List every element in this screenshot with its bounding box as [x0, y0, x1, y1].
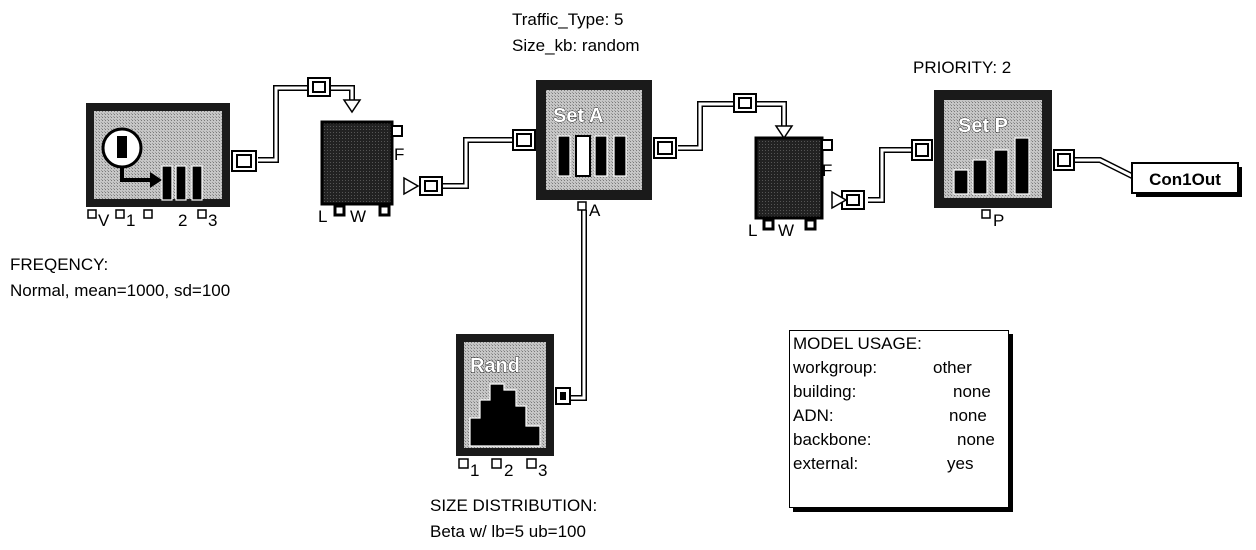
rand-block[interactable]: Rand	[456, 334, 571, 456]
rand-distribution-icon	[469, 383, 541, 447]
queue1-port-w: W	[350, 207, 366, 226]
model-usage-box: MODEL USAGE: workgroup: other building: no…	[789, 330, 1009, 508]
generator-port-v: V	[98, 211, 110, 230]
queue2-port-l: L	[748, 221, 757, 240]
connector-queue1-setA	[440, 137, 516, 189]
connector-nodes	[307, 77, 865, 210]
queue2-port-f: F	[822, 161, 832, 180]
usage-key-building: building:	[793, 382, 857, 401]
frequency-value: Normal, mean=1000, sd=100	[10, 281, 231, 300]
usage-value-workgroup: other	[933, 358, 972, 377]
usage-value-backbone: none	[957, 430, 995, 449]
usage-value-external: yes	[947, 454, 974, 473]
usage-value-building: none	[953, 382, 991, 401]
usage-key-external: external:	[793, 454, 859, 473]
size-kb-label: Size_kb: random	[512, 36, 640, 55]
size-distribution-value: Beta w/ lb=5 ub=100	[430, 522, 586, 541]
queue2-block[interactable]: F L W	[748, 125, 848, 240]
connector-setP-output	[1072, 157, 1142, 183]
rand-port-2: 2	[504, 461, 513, 480]
queue1-port-f: F	[394, 145, 404, 164]
rand-port-1: 1	[470, 461, 479, 480]
connector-setA-queue2	[678, 101, 787, 151]
usage-key-adn: ADN:	[793, 406, 834, 425]
traffic-type-label: Traffic_Type: 5	[512, 10, 624, 29]
generator-ports[interactable]: V 1 2 3	[87, 209, 217, 230]
output-label: Con1Out	[1149, 170, 1221, 189]
set-a-block[interactable]: Set A A	[512, 80, 677, 220]
queue1-port-l: L	[318, 207, 327, 226]
output-block[interactable]: Con1Out	[1131, 162, 1242, 197]
connector-rand-setA	[566, 210, 587, 401]
rand-port-3: 3	[538, 461, 547, 480]
usage-key-backbone: backbone:	[793, 430, 872, 449]
usage-value-adn: none	[949, 406, 987, 425]
generator-port-3: 3	[208, 211, 217, 230]
model-usage-title: MODEL USAGE:	[793, 334, 922, 353]
set-a-title: Set A	[553, 105, 603, 127]
set-p-port-p: P	[993, 211, 1004, 230]
queue2-port-w: W	[778, 221, 794, 240]
connector-generator-queue1	[258, 85, 355, 163]
rand-ports[interactable]: 1 2 3	[458, 458, 547, 480]
rand-title: Rand	[470, 355, 520, 377]
set-p-block[interactable]: Set P P	[911, 90, 1075, 230]
priority-label: PRIORITY: 2	[913, 58, 1012, 77]
set-a-bars-icon	[557, 135, 627, 177]
generator-bars-icon	[161, 165, 203, 201]
set-p-title: Set P	[958, 115, 1008, 137]
usage-key-workgroup: workgroup:	[793, 358, 878, 377]
frequency-title: FREQENCY:	[10, 255, 109, 274]
size-distribution-title: SIZE DISTRIBUTION:	[430, 496, 598, 515]
connector-queue2-setP	[868, 147, 928, 203]
set-p-bars-icon	[953, 137, 1030, 195]
generator-port-1: 1	[126, 211, 135, 230]
generator-block[interactable]	[86, 103, 257, 207]
generator-port-2: 2	[178, 211, 187, 230]
set-a-port-a: A	[589, 201, 601, 220]
queue1-block[interactable]: F L W	[318, 99, 420, 226]
